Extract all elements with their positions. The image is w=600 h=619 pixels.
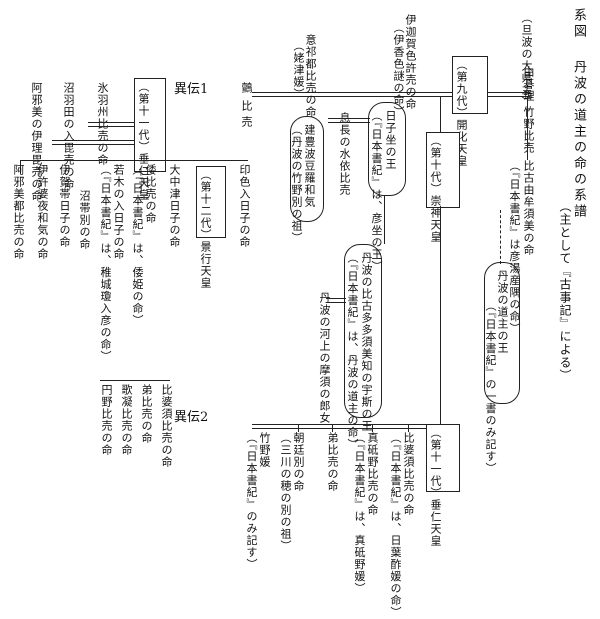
igi1-wife-2: 沼羽田の入毘売の命: [62, 82, 75, 190]
row-label-3: 売: [240, 116, 253, 128]
takeuchi: 建豊波豆羅和気: [303, 124, 316, 208]
igi2-child-4: 円野比売の命: [100, 384, 113, 456]
michinushi-oval: [484, 262, 520, 404]
hiko-imasu-note: （『日本書紀』は、彦坐の王）: [370, 110, 383, 273]
kaika-wife-2-note: （姥津媛）: [292, 40, 305, 100]
child-hibasu: 比婆須比売の命: [402, 432, 415, 516]
igi1-heading: 異伝1: [174, 82, 209, 97]
igi1-child-8: 阿邪美都比売の命: [12, 164, 25, 260]
child-matono-note: （『日本書紀』は、真砥野媛）: [353, 432, 366, 595]
diagram-note: （主として『古事記』による）: [558, 200, 572, 382]
kaika-box: （第九代）開化天皇: [452, 56, 488, 167]
child-takeno-note: （『日本書紀』のみ記す）: [245, 432, 258, 571]
row-label-1: 鸇: [240, 82, 253, 94]
igi1-child-7: 伊許婆夜和気の命: [36, 164, 49, 260]
kawakami-masu: 丹波の河上の摩須の郎女: [318, 292, 331, 424]
takeuchi-oval: [290, 116, 324, 222]
igi1-child-5: 沼帯別の命: [78, 190, 91, 250]
hiko-imasu: 日子坐の王: [384, 110, 397, 170]
suinin-marriage-line: [252, 424, 444, 429]
hiko-yumusumi-note: （『日本書紀』は彦湯産隅の命）: [508, 160, 521, 335]
child-hibasu-note: （『日本書紀』は、日葉酢媛の命）: [389, 432, 402, 619]
igi1-child-4-note: （『日本書紀』は、稚城瓊入彦の命）: [99, 164, 112, 363]
kaika-wife-2: 意祁都比売の命: [304, 34, 317, 118]
igi1-child-3-note: （『日本書紀』は、倭姫の命）: [131, 164, 144, 327]
diagram-title: 丹波の道主の命の系譜: [571, 60, 586, 220]
michinushi-note: （『日本書紀』の一書のみ記す）: [484, 300, 497, 475]
igi1-child-1: 印色入日子の命: [238, 164, 251, 248]
tanba-hiko-oval: [344, 244, 382, 418]
michinushi: 丹波の道主の王: [496, 270, 509, 354]
igi1-wife-1: 氷羽州比売の命: [96, 82, 109, 166]
tanba-hiko-note: （『日本書紀』は、丹波の道主の命）: [346, 252, 359, 451]
tanba-hiko: 丹波の比古多多須美知の宇斯の王: [360, 252, 373, 432]
igi1-child-4: 若木の入日子の命: [112, 164, 125, 260]
yugori: 由碁理: [522, 66, 535, 102]
igi1-wife-3: 阿邪美の伊理毘売の命: [30, 82, 43, 202]
igi2-heading: 異伝2: [174, 410, 209, 425]
marriage-line: [252, 92, 530, 97]
kaika-wife-1-note: （伊香色謎の命）: [392, 22, 405, 118]
okinaga-mizuyori: 息長の水依比売: [338, 112, 351, 196]
diagram-label: 系図: [571, 8, 586, 40]
hiko-imasu-oval: [368, 102, 406, 196]
child-takeno: 竹野媛: [258, 432, 271, 468]
hiko-yumusumi: 比古由牟須美の命: [522, 160, 535, 256]
igi2-child-1: 比婆須比売の命: [160, 384, 173, 468]
igi1-child-6: 伊賀帯日子の命: [58, 164, 71, 248]
igi1-keiko-box: （第十二代）景行天皇: [196, 166, 226, 289]
igi1-keiko: （第十二代）景行天皇: [199, 169, 212, 289]
top-left-name: （旦波の大県主）: [520, 12, 533, 108]
kaika-wife-1: 伊迦賀色許売の命: [404, 14, 417, 110]
sujin-box: （第十代）崇神天皇: [426, 132, 460, 243]
suinin-box: （第十一代）垂仁天皇: [426, 424, 460, 547]
igi1-child-2: 大中津日子の命: [168, 164, 181, 248]
igi2-child-2: 弟比売の命: [140, 384, 153, 444]
igi1-suinin-box: （第十一代）垂仁天皇: [134, 78, 166, 201]
takeno-hime: 竹野比売: [522, 106, 535, 154]
sujin-label: （第十代）崇神天皇: [429, 135, 442, 243]
child-asaji-note: （三川の穂の別の祖）: [279, 432, 292, 552]
takeuchi-note: （丹波の竹野別の祖）: [290, 124, 303, 244]
igi1-child-3: 倭比売の命: [144, 164, 157, 224]
child-oto: 弟比売の命: [326, 432, 339, 492]
child-asaji: 朝廷別の命: [292, 432, 305, 492]
suinin-label: （第十一代）垂仁天皇: [429, 427, 442, 547]
igi1-suinin: （第十一代）垂仁天皇: [137, 81, 150, 201]
child-matono: 真砥野比売の命: [366, 432, 379, 516]
row-label-2: 比: [240, 100, 253, 112]
igi2-child-3: 歌凝比売の命: [120, 384, 133, 456]
